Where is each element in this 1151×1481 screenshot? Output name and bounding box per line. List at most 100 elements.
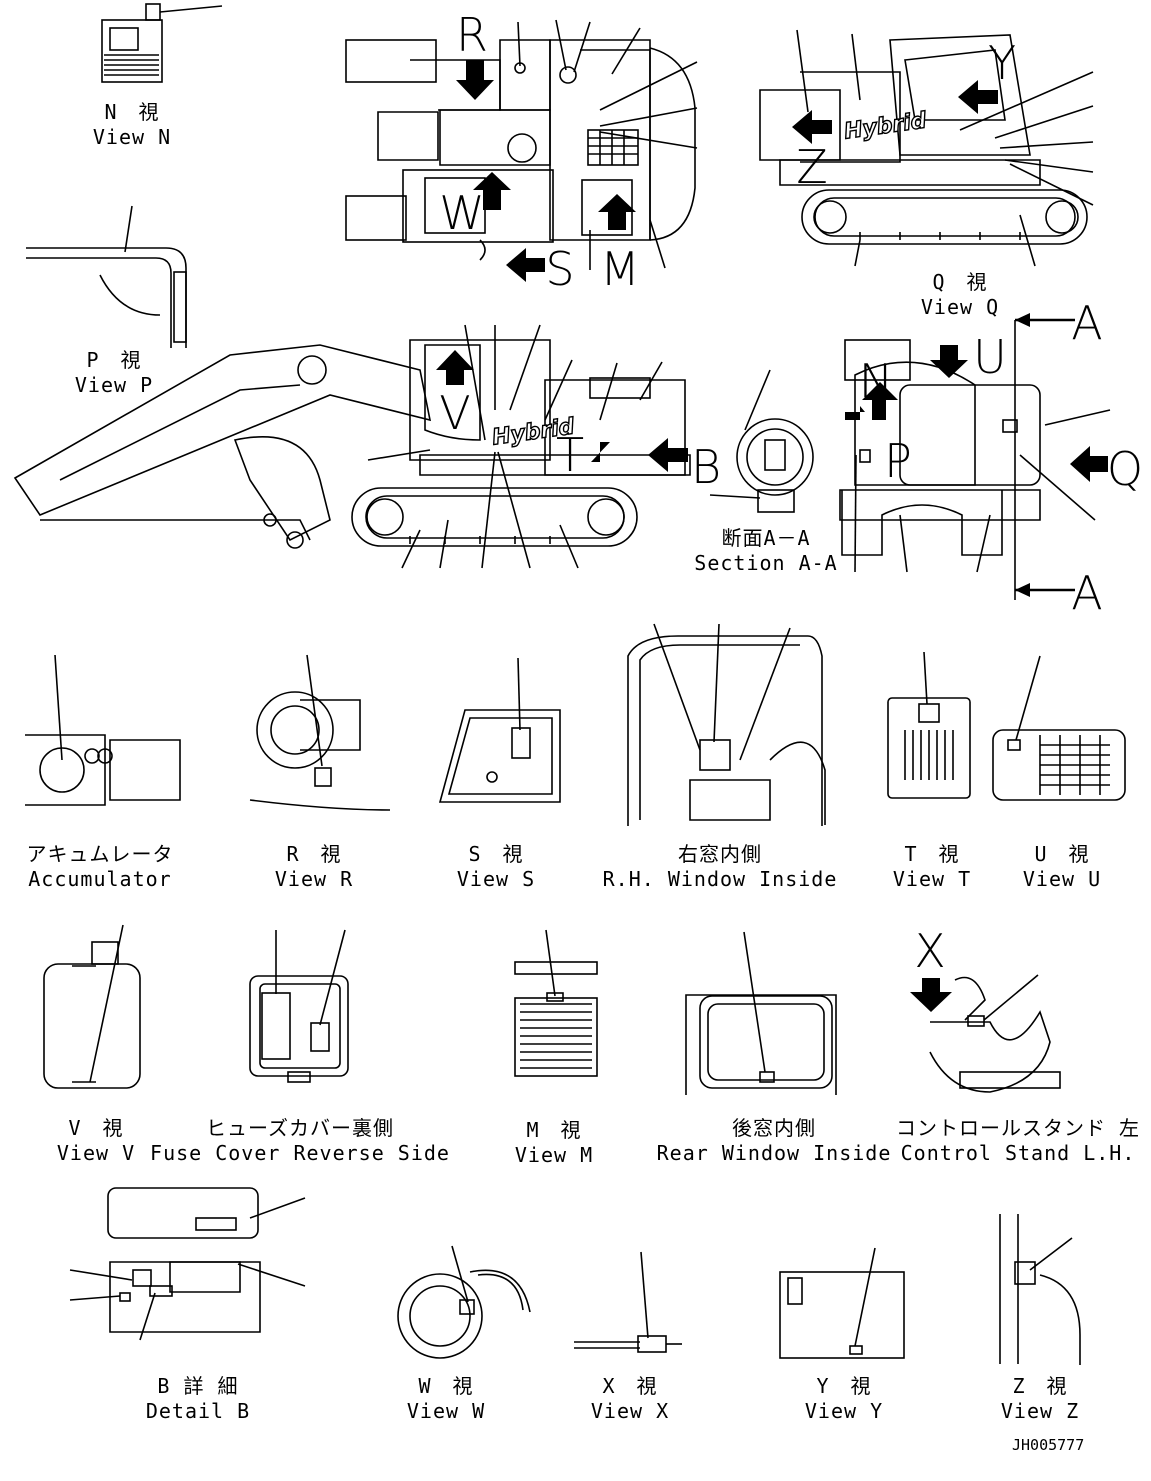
caption-en: View Z: [1000, 1399, 1080, 1423]
caption-jp: 右窓内側: [678, 842, 762, 866]
caption-jp: T 視: [904, 842, 960, 866]
caption-jp: Q 視: [932, 270, 988, 294]
caption-jp: M 視: [526, 1118, 582, 1142]
view-letter-v: V: [439, 386, 471, 440]
caption-en: View M: [514, 1143, 594, 1167]
section-aa-figure: [709, 369, 814, 513]
machine-top-view: [345, 19, 698, 282]
accumulator-figure: [25, 654, 181, 806]
caption-en: View T: [892, 867, 972, 891]
view-letter-s: S: [545, 242, 575, 296]
rh-window-figure: [627, 623, 826, 826]
caption-jp: N 視: [104, 100, 160, 124]
view-r-figure: [249, 654, 391, 811]
view-u-figure: [992, 655, 1126, 801]
rear-window-figure: [685, 931, 837, 1095]
machine-main-side-view: [13, 324, 691, 569]
caption-en: View W: [406, 1399, 486, 1423]
caption-en: R.H. Window Inside: [602, 867, 838, 891]
caption-jp: P 視: [86, 348, 142, 372]
caption-jp: アキュムレータ: [26, 842, 174, 866]
view-letter-w: W: [439, 186, 485, 240]
view-z-figure: [999, 1214, 1081, 1365]
view-letter-t: T: [555, 428, 585, 482]
caption-jp: W 視: [418, 1374, 474, 1398]
caption-en: View V: [56, 1141, 136, 1165]
caption-en: Fuse Cover Reverse Side: [150, 1141, 450, 1165]
caption-en: View U: [1022, 867, 1102, 891]
view-y-figure: [779, 1247, 905, 1359]
caption-jp: S 視: [468, 842, 524, 866]
caption-jp: 断面A－A: [721, 526, 811, 550]
view-letter-q: Q: [1106, 442, 1144, 496]
view-letter-n: N: [858, 354, 894, 408]
caption-jp: 後窓内側: [732, 1116, 816, 1140]
section-letter-a-bottom: A: [1071, 566, 1103, 620]
view-letter-u: U: [973, 330, 1007, 384]
caption-en: Detail B: [145, 1399, 251, 1423]
view-w-figure: [397, 1245, 531, 1359]
view-s-figure: [438, 657, 561, 803]
caption-en: View R: [274, 867, 354, 891]
view-n-figure: [101, 3, 223, 83]
caption-jp: ヒューズカバー裏側: [205, 1116, 394, 1140]
caption-en: View Q: [920, 295, 1000, 319]
machine-right-side-view: [759, 29, 1094, 267]
caption-jp: V 視: [68, 1116, 124, 1140]
section-letter-a-top: A: [1071, 296, 1103, 350]
view-letter-r: R: [456, 8, 488, 62]
machine-rear-view: [839, 313, 1111, 600]
view-letter-x: X: [914, 924, 946, 978]
view-letter-m: M: [600, 242, 640, 296]
caption-jp: コントロールスタンド 左: [895, 1116, 1141, 1140]
control-stand-figure: [910, 974, 1061, 1093]
view-x-figure: [574, 1251, 682, 1353]
view-letter-p: P: [884, 434, 912, 488]
caption-jp: B 詳 細: [157, 1374, 239, 1398]
caption-jp: Z 視: [1012, 1374, 1068, 1398]
document-id: JH005777: [1012, 1436, 1085, 1454]
caption-en: Rear Window Inside: [656, 1141, 892, 1165]
view-letter-b: B: [690, 440, 722, 494]
view-v-figure: [43, 924, 141, 1089]
caption-en: View X: [590, 1399, 670, 1423]
view-p-figure: [26, 205, 187, 348]
fuse-cover-figure: [249, 929, 349, 1083]
view-m-figure: [514, 929, 598, 1077]
caption-jp: Y 視: [816, 1374, 872, 1398]
view-letter-y: Y: [987, 36, 1017, 90]
caption-en: View P: [74, 373, 154, 397]
caption-jp: X 視: [602, 1374, 658, 1398]
caption-jp: R 視: [286, 842, 342, 866]
view-letter-z: Z: [796, 140, 828, 194]
caption-jp: U 視: [1034, 842, 1090, 866]
view-t-figure: [887, 651, 971, 799]
caption-en: View N: [92, 125, 172, 149]
caption-en: View S: [456, 867, 536, 891]
caption-en: Control Stand L.H.: [900, 1141, 1136, 1165]
detail-b-figure: [69, 1187, 306, 1341]
caption-en: Section A-A: [694, 551, 838, 575]
caption-en: View Y: [804, 1399, 884, 1423]
